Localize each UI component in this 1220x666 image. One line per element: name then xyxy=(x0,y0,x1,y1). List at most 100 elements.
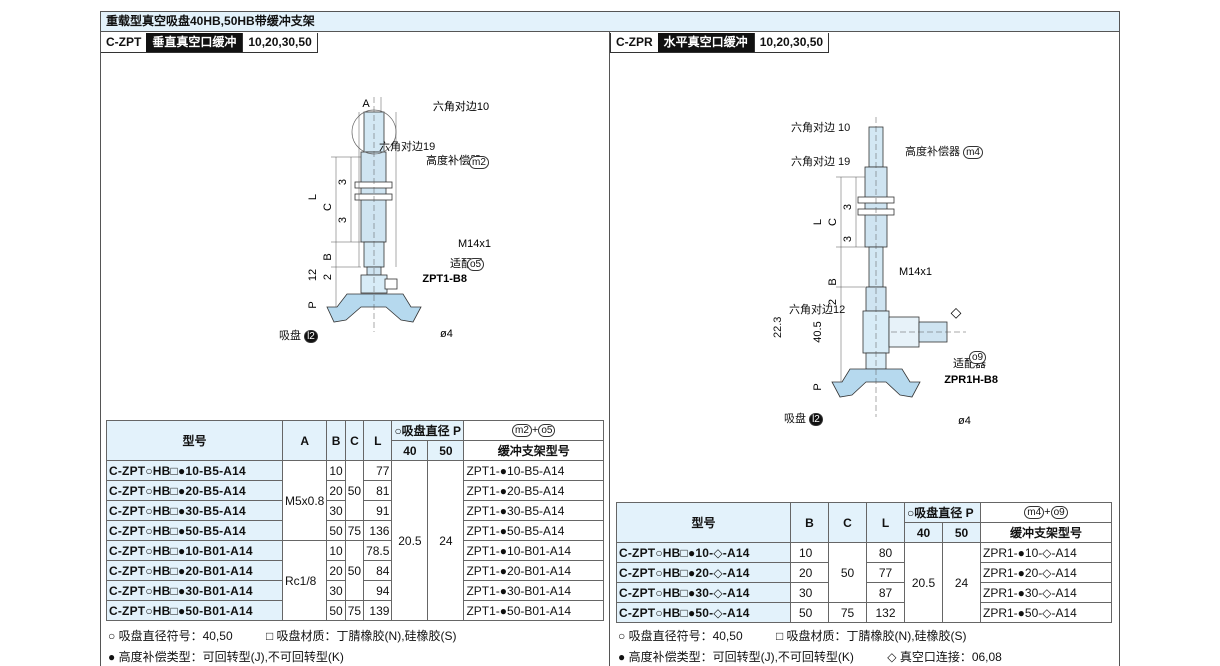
left-notes-line2: ● 高度补偿类型：可回转型(J),不可回转型(K) xyxy=(108,648,374,665)
b-cell: 30 xyxy=(790,582,829,603)
right-hex10-text: 六角对边 10 xyxy=(791,122,851,134)
b-cell: 50 xyxy=(326,600,346,621)
b-cell: 10 xyxy=(326,460,346,481)
left-dim-c: C xyxy=(322,203,334,211)
bracket-cell: ZPT1-●30-B01-A14 xyxy=(463,580,604,601)
a-cell: Rc1/8 xyxy=(281,540,328,621)
right-spec-table: 型号 B C L ○吸盘直径 P m4+o9 40 50 缓冲支架型号 C-ZP… xyxy=(616,502,1112,623)
p50-cell: 24 xyxy=(942,542,981,623)
right-height-comp: 高度补偿器 m4 xyxy=(905,143,983,159)
right-series-code: C-ZPR xyxy=(611,33,658,52)
right-note-material: □ 吸盘材质：丁腈橡胶(N),硅橡胶(S) xyxy=(775,629,967,643)
left-hex10-label: 六角对边10 xyxy=(433,99,489,113)
right-dim-2: 2 xyxy=(827,299,839,305)
b-cell: 30 xyxy=(326,580,346,601)
left-th-40: 40 xyxy=(391,440,429,461)
left-adapter-model: ZPT1-B8 xyxy=(422,273,467,285)
b-cell: 50 xyxy=(326,520,346,541)
left-th-model: 型号 xyxy=(106,420,283,461)
l-cell: 78.5 xyxy=(363,540,393,561)
b-cell: 20 xyxy=(790,562,829,583)
left-m14-label: M14x1 xyxy=(458,238,491,250)
right-phi4: ø4 xyxy=(958,415,971,427)
left-series-sizes: 10,20,30,50 xyxy=(242,33,317,52)
left-notes-line1: ○ 吸盘直径符号：40,50 □ 吸盘材质：丁腈橡胶(N),硅橡胶(S) xyxy=(108,627,487,644)
right-th-l: L xyxy=(866,502,905,543)
model-cell: C-ZPT○HB□●10-B01-A14 xyxy=(106,540,283,561)
left-dim-12: 12 xyxy=(307,269,319,281)
column-divider xyxy=(609,32,610,666)
right-dim-l: L xyxy=(812,219,824,225)
l-cell: 91 xyxy=(363,500,393,521)
left-th-l: L xyxy=(363,420,393,461)
right-series-sizes: 10,20,30,50 xyxy=(753,33,829,52)
right-th-tags: m4+o9 xyxy=(980,502,1112,523)
left-th-c: C xyxy=(344,420,365,461)
bracket-cell: ZPR1-●30-◇-A14 xyxy=(980,582,1112,603)
bracket-cell: ZPT1-●20-B01-A14 xyxy=(463,560,604,581)
l-cell: 84 xyxy=(363,560,393,581)
c-cell: 75 xyxy=(344,600,365,621)
right-hex12-text: 六角对边12 xyxy=(789,304,846,316)
l-cell: 136 xyxy=(363,520,393,541)
right-dim-3b: 3 xyxy=(842,236,854,242)
left-dim-p: P xyxy=(307,301,319,308)
left-height-comp-label: 高度补偿器 xyxy=(426,153,481,167)
right-note-diameter: ○ 吸盘直径符号：40,50 xyxy=(618,629,743,643)
a-cell: M5x0.8 xyxy=(281,460,328,541)
right-dim-405: 40.5 xyxy=(812,321,824,342)
model-cell: C-ZPT○HB□●10-B5-A14 xyxy=(106,460,283,481)
left-dim-b: B xyxy=(322,253,334,260)
left-hex19-text: 六角对边19 xyxy=(379,141,436,153)
right-dim-p: P xyxy=(812,383,824,390)
left-section-header: C-ZPT 垂直真空口缓冲 10,20,30,50 xyxy=(101,33,318,53)
left-adapter-tag: o5 xyxy=(467,258,485,271)
left-th-diameter: ○吸盘直径 P xyxy=(391,420,465,441)
left-dim-l: L xyxy=(307,194,319,200)
right-th-40: 40 xyxy=(904,522,943,543)
p40-cell: 20.5 xyxy=(391,460,429,621)
left-series-code: C-ZPT xyxy=(101,33,147,52)
left-dimension-drawing: 六角对边10 A 六角对边19 高度补偿器 M14x1 适配器 ZPT1-B8 … xyxy=(307,97,491,340)
right-dim-c: C xyxy=(827,218,839,226)
bracket-cell: ZPT1-●30-B5-A14 xyxy=(463,500,604,521)
l-cell: 77 xyxy=(363,460,393,481)
right-dim-3a: 3 xyxy=(842,204,854,210)
model-cell: C-ZPT○HB□●30-B01-A14 xyxy=(106,580,283,601)
l-cell: 80 xyxy=(866,542,905,563)
bracket-cell: ZPR1-●50-◇-A14 xyxy=(980,602,1112,623)
left-note-material: □ 吸盘材质：丁腈橡胶(N),硅橡胶(S) xyxy=(265,629,457,643)
left-dim-a: A xyxy=(362,98,370,110)
page-title: 重载型真空吸盘40HB,50HB带缓冲支架 xyxy=(101,12,1119,32)
bracket-cell: ZPT1-●10-B01-A14 xyxy=(463,540,604,561)
right-adapter-model: ZPR1H-B8 xyxy=(944,374,998,386)
bracket-cell: ZPR1-●20-◇-A14 xyxy=(980,562,1112,583)
left-series-name: 垂直真空口缓冲 xyxy=(146,33,243,52)
right-cup-label: 吸盘 l2 xyxy=(784,410,823,426)
right-notes-line2: ● 高度补偿类型：可回转型(J),不可回转型(K) ◇ 真空口连接：06,08 xyxy=(618,648,1032,665)
model-cell: C-ZPT○HB□●10-◇-A14 xyxy=(616,542,791,563)
right-dim-b: B xyxy=(827,278,839,285)
left-th-b: B xyxy=(326,420,346,461)
left-note-comp: ● 高度补偿类型：可回转型(J),不可回转型(K) xyxy=(108,650,344,664)
left-height-comp-tag: m2 xyxy=(469,156,489,169)
left-note-diameter: ○ 吸盘直径符号：40,50 xyxy=(108,629,233,643)
model-cell: C-ZPT○HB□●30-◇-A14 xyxy=(616,582,791,603)
b-cell: 20 xyxy=(326,560,346,581)
b-cell: 30 xyxy=(326,500,346,521)
bracket-cell: ZPT1-●50-B01-A14 xyxy=(463,600,604,621)
l-cell: 139 xyxy=(363,600,393,621)
left-th-bracket: 缓冲支架型号 xyxy=(463,440,604,461)
right-th-diameter: ○吸盘直径 P xyxy=(904,502,981,523)
left-dim-3a: 3 xyxy=(337,179,349,185)
model-cell: C-ZPT○HB□●30-B5-A14 xyxy=(106,500,283,521)
l-cell: 132 xyxy=(866,602,905,623)
left-cup-label: 吸盘 l2 xyxy=(279,327,318,343)
